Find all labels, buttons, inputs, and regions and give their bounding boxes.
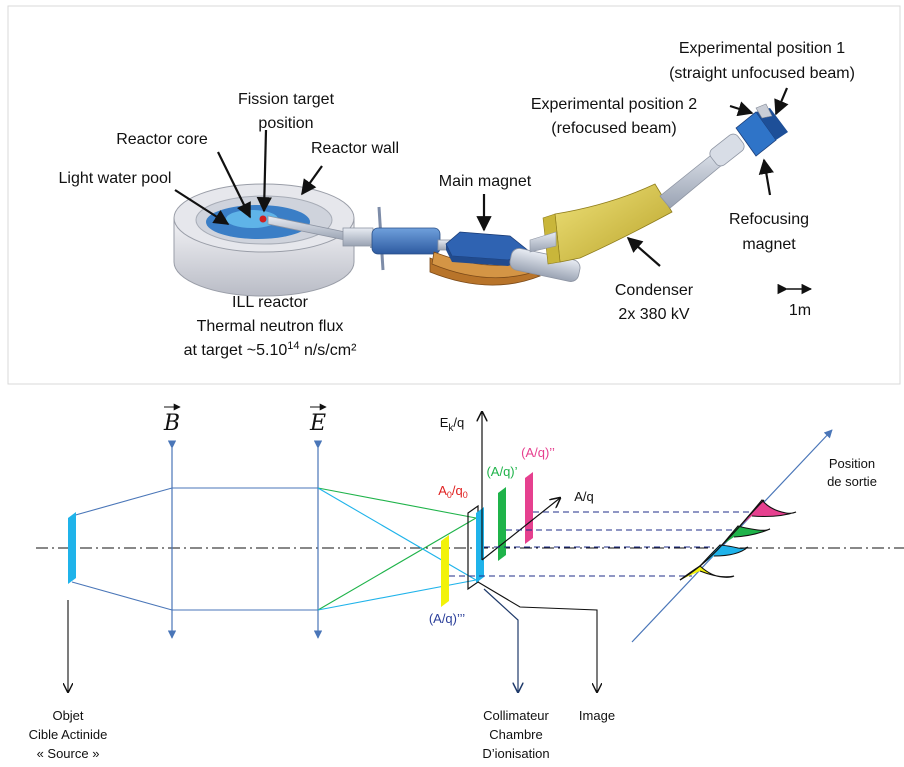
label-ill-line3-sup: 14 — [287, 340, 299, 352]
label-position-line2: de sortie — [827, 474, 877, 489]
label-aq-axis: A/q — [574, 489, 594, 504]
label-ill-line3-a: at target ~5.10 — [184, 342, 288, 359]
label-ill-line1: ILL reactor — [232, 294, 309, 311]
label-ek-tail: /q — [453, 415, 464, 430]
projection-dashes — [449, 511, 762, 577]
top-pointer-arrows — [174, 87, 789, 267]
label-aq-double-prime: (A/q)’’ — [521, 445, 555, 460]
beam-envelope — [71, 487, 477, 611]
label-a0q0-a: A — [438, 483, 447, 498]
beam-tube-blue — [371, 227, 441, 255]
label-ek-main: E — [440, 415, 449, 430]
label-ek-sub: k — [448, 423, 454, 434]
label-fission-target-line2: position — [258, 115, 313, 132]
label-refocusing-line2: magnet — [742, 236, 796, 253]
plate-green — [498, 487, 506, 561]
label-exp-pos2-line2: (refocused beam) — [551, 120, 676, 137]
label-e-field: E — [309, 411, 326, 436]
label-exp-pos1-line1: Experimental position 1 — [679, 40, 845, 57]
beam-pipe-upper — [659, 133, 745, 209]
label-objet-line2: Cible Actinide — [29, 727, 108, 742]
label-scale: 1m — [789, 302, 811, 319]
label-fission-target-line1: Fission target — [238, 91, 335, 108]
refocusing-magnet-shape — [735, 103, 788, 157]
top-panel-border — [7, 5, 901, 385]
label-ill-line3: at target ~5.1014 n/s/cm² — [184, 340, 357, 359]
image-arrow — [477, 581, 597, 692]
main-magnet-shape — [429, 231, 581, 286]
label-reactor-core: Reactor core — [116, 131, 208, 148]
source-plate — [68, 512, 76, 584]
top-panel: Experimental position 1 (straight unfocu… — [7, 5, 901, 385]
label-b-field: B — [163, 411, 180, 436]
bottom-panel: B E — [29, 403, 904, 761]
label-position-line1: Position — [829, 456, 875, 471]
label-ill-line3-b: n/s/cm² — [300, 342, 358, 359]
plate-blue — [476, 507, 484, 583]
label-exp-pos1-line2: (straight unfocused beam) — [669, 65, 855, 82]
aq-axis — [481, 498, 560, 561]
label-collimateur-line1: Collimateur — [483, 708, 549, 723]
label-main-magnet: Main magnet — [439, 173, 532, 190]
label-image: Image — [579, 708, 615, 723]
label-a0q0-mid: /q — [452, 483, 463, 498]
label-refocusing-line1: Refocusing — [729, 211, 809, 228]
label-objet-line3: « Source » — [37, 746, 100, 761]
condenser-shape — [529, 183, 673, 265]
label-light-water-pool: Light water pool — [59, 170, 172, 187]
fission-target-dot — [259, 215, 267, 223]
label-a0q0-sub2: 0 — [463, 490, 468, 500]
label-ek-axis: Ek/q — [440, 415, 465, 434]
plate-yellow — [441, 535, 449, 607]
label-objet-line1: Objet — [52, 708, 83, 723]
label-aq-prime: (A/q)’ — [486, 464, 517, 479]
label-condenser-line2: 2x 380 kV — [618, 306, 689, 323]
label-condenser-line1: Condenser — [615, 282, 694, 299]
label-a0q0: A0/q0 — [438, 483, 468, 500]
plate-pink — [525, 472, 533, 544]
label-ill-line2: Thermal neutron flux — [197, 318, 344, 335]
label-exp-pos2-line1: Experimental position 2 — [531, 96, 697, 113]
collimateur-arrow — [483, 588, 518, 692]
label-aq-triple-prime: (A/q)’’’ — [429, 611, 465, 626]
label-a0q0-sub1: 0 — [447, 490, 452, 500]
label-reactor-wall: Reactor wall — [311, 140, 399, 157]
label-collimateur-line2: Chambre — [489, 727, 542, 742]
spectrum-peaks — [679, 499, 797, 581]
label-collimateur-line3: D’ionisation — [482, 746, 549, 761]
